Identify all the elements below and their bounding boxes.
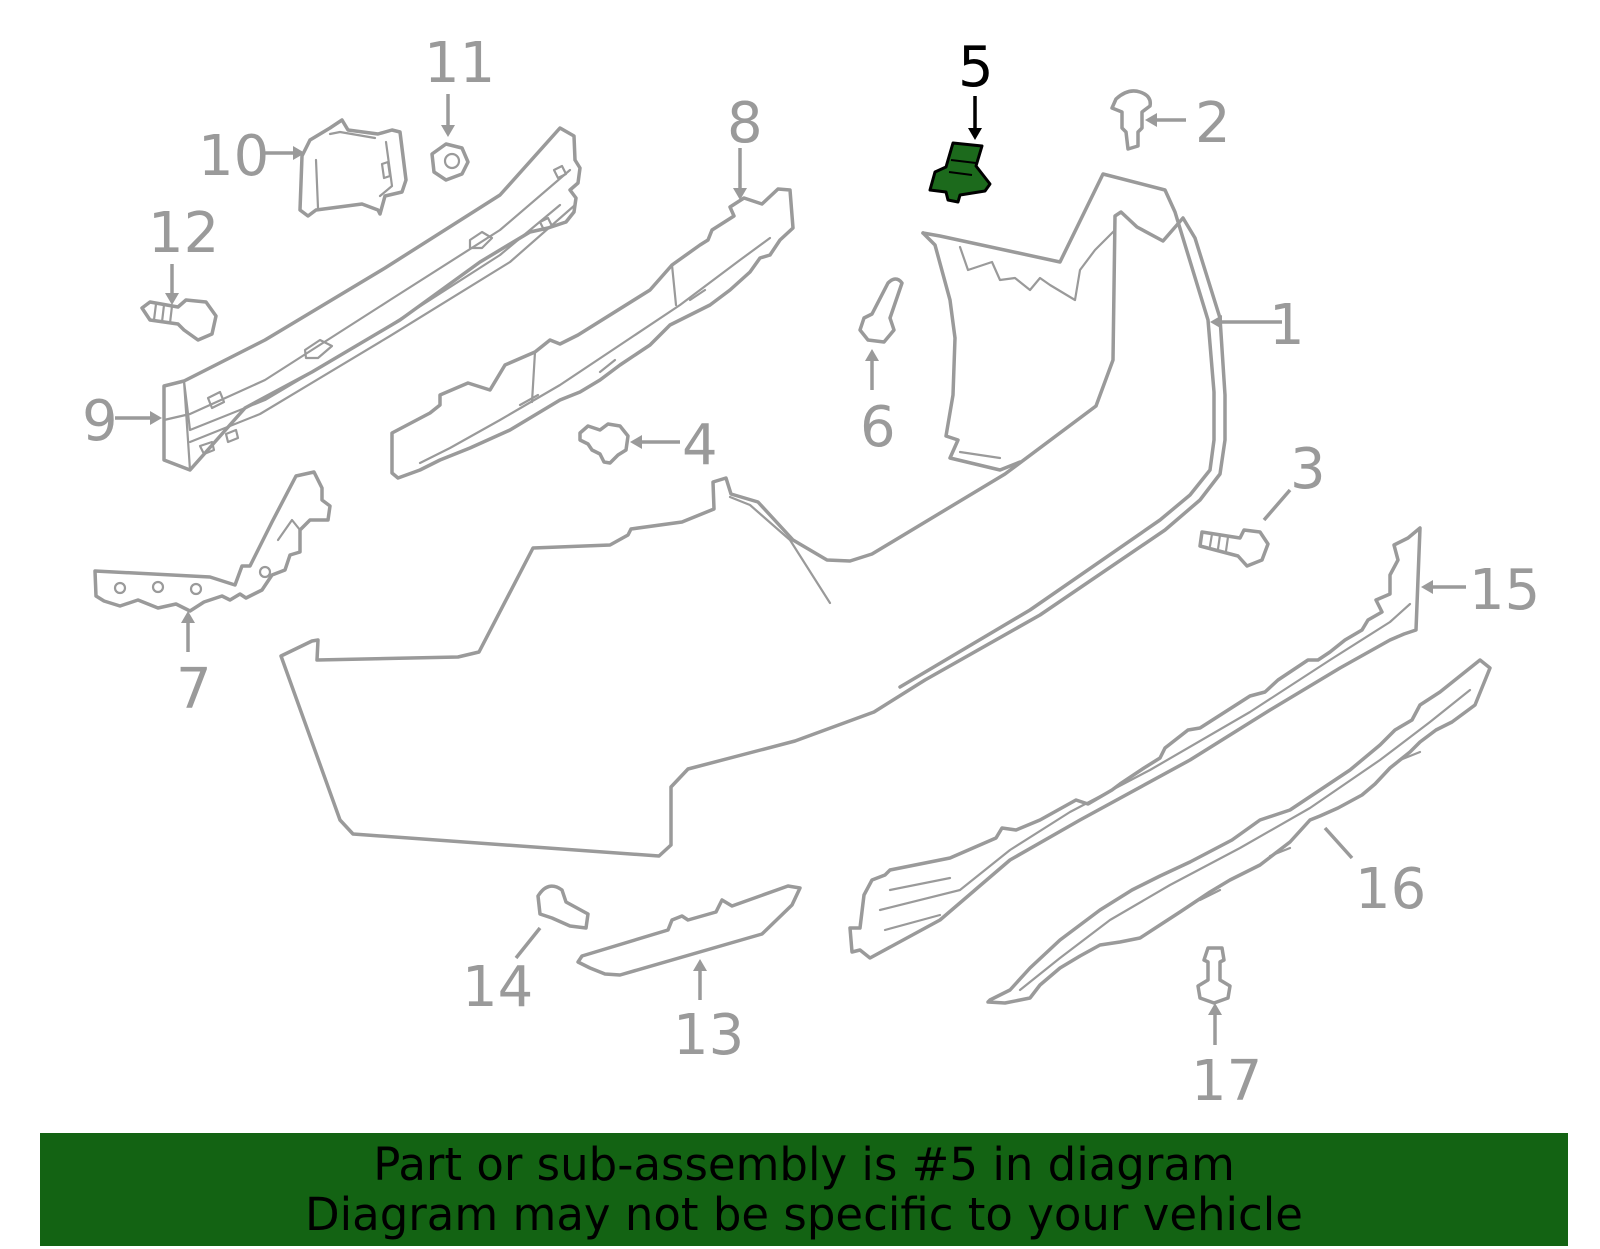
part-17-bolt[interactable]	[1196, 946, 1232, 1005]
part-5-bracket-highlighted[interactable]	[928, 141, 992, 204]
part-16-lower-panel[interactable]	[986, 658, 1492, 1005]
callout-12[interactable]: 12	[148, 201, 219, 266]
callout-17[interactable]: 17	[1191, 1049, 1262, 1114]
part-15-lower-deflector[interactable]	[848, 526, 1422, 960]
callout-16[interactable]: 16	[1355, 857, 1426, 922]
part-14-push-clip[interactable]	[536, 884, 590, 930]
callout-6[interactable]: 6	[860, 395, 896, 460]
callout-11[interactable]: 11	[424, 31, 495, 96]
leader-14	[514, 926, 542, 960]
callout-10[interactable]: 10	[198, 124, 269, 189]
callout-9[interactable]: 9	[82, 389, 118, 454]
part-6-stud-bolt[interactable]	[858, 277, 904, 344]
callout-3[interactable]: 3	[1290, 437, 1326, 502]
callout-5[interactable]: 5	[958, 35, 994, 100]
part-3-bolt[interactable]	[1198, 528, 1270, 568]
part-12-bolt[interactable]	[140, 298, 218, 342]
leader-16	[1323, 826, 1354, 860]
part-7-side-bracket[interactable]	[93, 470, 332, 613]
part-11-nut[interactable]	[430, 142, 470, 182]
part-10-sensor-bracket[interactable]	[298, 118, 408, 218]
part-9-reinforcement-beam[interactable]	[162, 126, 582, 472]
callout-1[interactable]: 1	[1269, 293, 1305, 358]
callout-13[interactable]: 13	[673, 1003, 744, 1068]
callout-4[interactable]: 4	[682, 413, 718, 478]
part-2-push-pin[interactable]	[1110, 89, 1153, 151]
callout-8[interactable]: 8	[727, 91, 763, 156]
part-4-clip[interactable]	[578, 422, 630, 465]
callout-14[interactable]: 14	[462, 955, 533, 1020]
banner-line-1: Part or sub-assembly is #5 in diagram	[373, 1137, 1235, 1191]
callout-2[interactable]: 2	[1195, 91, 1231, 156]
callout-15[interactable]: 15	[1469, 558, 1540, 623]
part-8-energy-absorber[interactable]	[390, 187, 795, 480]
callout-7[interactable]: 7	[176, 657, 212, 722]
part-1-bumper-cover[interactable]	[279, 172, 1227, 858]
part-13-reflector[interactable]	[576, 884, 802, 977]
info-banner: Part or sub-assembly is #5 in diagram Di…	[40, 1133, 1568, 1246]
banner-line-2: Diagram may not be specific to your vehi…	[305, 1187, 1303, 1241]
leader-3	[1262, 488, 1292, 522]
